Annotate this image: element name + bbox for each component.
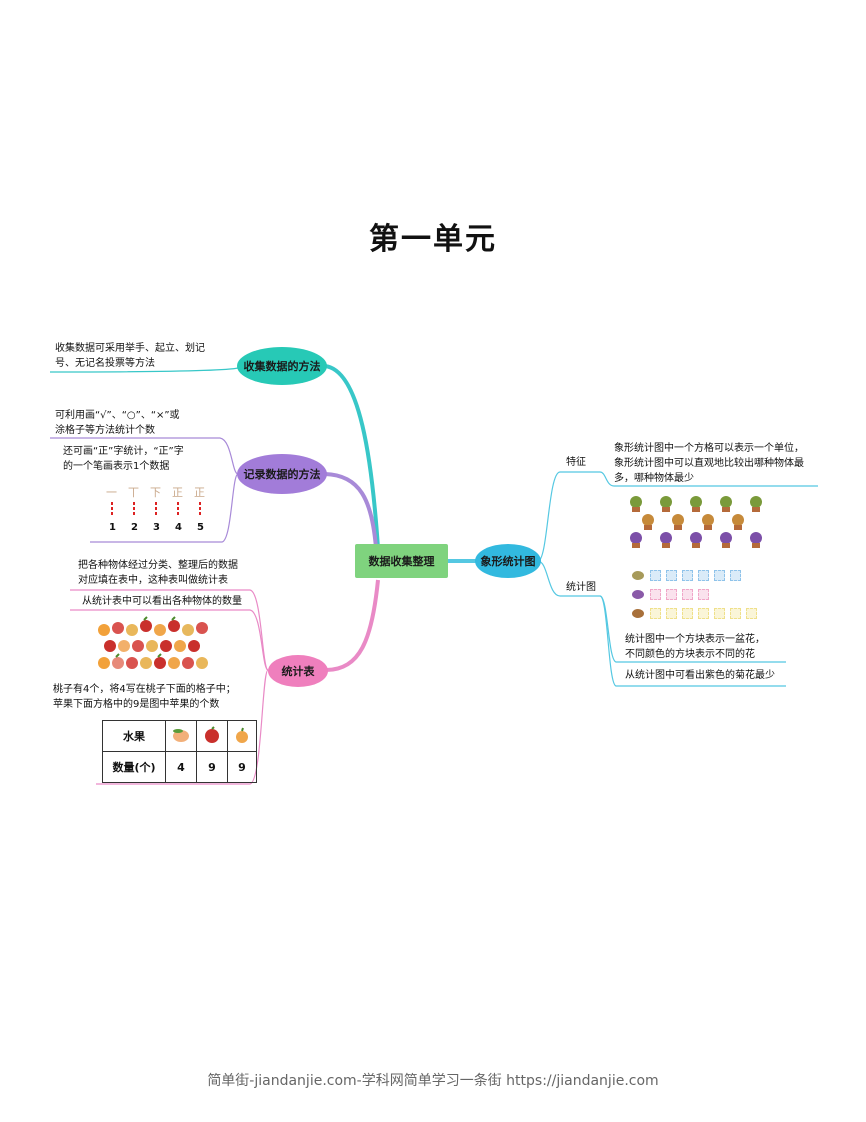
- tally-glyph-3: 下: [150, 486, 161, 499]
- page-title: 第一单元: [369, 222, 497, 257]
- tally-mark: [155, 502, 157, 516]
- record-note-1: 可利用画“√”、“○”、“×”或 涂格子等方法统计个数: [55, 408, 180, 438]
- purple-flower-icon: [632, 590, 644, 599]
- record-node-label: 记录数据的方法: [243, 468, 321, 481]
- pear-count-cell: 9: [227, 751, 257, 783]
- tally-glyph-2: 丅: [128, 486, 139, 499]
- connector-table: [325, 579, 380, 672]
- record-note-1-line2: 涂格子等方法统计个数: [55, 425, 155, 436]
- pictograph-square: [698, 589, 709, 600]
- table-note-1-line1: 把各种物体经过分类、整理后的数据: [78, 560, 238, 571]
- table-note-3-line2: 苹果下面方格中的9是图中苹果的个数: [53, 699, 220, 710]
- table-note-1: 把各种物体经过分类、整理后的数据 对应填在表中，这种表叫做统计表: [78, 558, 238, 588]
- chart-note-1: 统计图中一个方块表示一盆花， 不同颜色的方块表示不同的花: [625, 632, 765, 662]
- table-row-header-count: 数量(个): [102, 751, 166, 783]
- table-note-3: 桃子有4个，将4写在桃子下面的格子中； 苹果下面方格中的9是图中苹果的个数: [53, 682, 236, 712]
- collect-note-line1: 收集数据可采用举手、起立、划记: [55, 343, 205, 354]
- feature-note-line1: 象形统计图中一个方格可以表示一个单位，: [614, 443, 804, 454]
- blue-flower-icon: [632, 571, 644, 580]
- fruit-illustration: [96, 616, 212, 676]
- fruit-statistics-table: 水果 数量(个) 4 9 9: [102, 720, 257, 783]
- connector-collect: [324, 364, 380, 549]
- chart-note-2: 从统计图中可看出紫色的菊花最少: [625, 670, 775, 681]
- pictograph-square: [666, 608, 677, 619]
- pictograph-square: [714, 570, 725, 581]
- collect-node-label: 收集数据的方法: [243, 360, 321, 373]
- tally-glyph-4: 正: [172, 486, 183, 499]
- square-pictograph-chart: [632, 570, 772, 626]
- center-node[interactable]: 数据收集整理: [355, 544, 448, 578]
- pictograph-square: [682, 608, 693, 619]
- center-node-label: 数据收集整理: [368, 555, 435, 568]
- table-row: 数量(个) 4 9 9: [102, 751, 257, 783]
- chart-note-1-line1: 统计图中一个方块表示一盆花，: [625, 634, 765, 645]
- flower-pots-illustration: [628, 494, 768, 558]
- chart-note-1-line2: 不同颜色的方块表示不同的花: [625, 649, 755, 660]
- tally-mark: [133, 502, 135, 516]
- tally-mark: [199, 502, 201, 516]
- feature-note-line3: 多，哪种物体最少: [614, 473, 694, 484]
- tally-glyph-5: 正: [194, 486, 205, 499]
- feature-label: 特征: [566, 457, 586, 468]
- brown-flower-icon: [632, 609, 644, 618]
- collect-node[interactable]: 收集数据的方法: [237, 347, 327, 385]
- tally-mark: [177, 502, 179, 516]
- pictograph-square: [650, 608, 661, 619]
- peach-icon: [165, 720, 197, 752]
- feature-note-line2: 象形统计图中可以直观地比较出哪种物体最: [614, 458, 804, 469]
- collect-note-line2: 号、无记名投票等方法: [55, 358, 155, 369]
- pictograph-square: [650, 570, 661, 581]
- apple-count-cell: 9: [196, 751, 228, 783]
- pictograph-square: [666, 589, 677, 600]
- fruit-cluster-image: [98, 616, 208, 669]
- record-note-2-line2: 的一个笔画表示1个数据: [63, 461, 170, 472]
- tally-illustration: 一 丅 下 正 正 1 2 3 4 5: [100, 484, 220, 538]
- tally-number-5: 5: [197, 522, 204, 533]
- tally-glyph-1: 一: [106, 486, 117, 499]
- page-footer: 简单街-jiandanjie.com-学科网简单学习一条街 https://ji…: [207, 1073, 659, 1089]
- collect-note: 收集数据可采用举手、起立、划记 号、无记名投票等方法: [55, 341, 205, 371]
- tally-number-4: 4: [175, 522, 182, 533]
- pictograph-square: [698, 608, 709, 619]
- record-node[interactable]: 记录数据的方法: [237, 454, 327, 494]
- apple-icon: [196, 720, 228, 752]
- pictograph-square: [746, 608, 757, 619]
- pear-icon: [227, 720, 257, 752]
- connector-record: [324, 472, 378, 549]
- table-node[interactable]: 统计表: [268, 655, 328, 687]
- record-note-2-line1: 还可画“正”字统计，“正”字: [63, 446, 184, 457]
- pictograph-square: [682, 589, 693, 600]
- pictograph-square: [730, 570, 741, 581]
- feature-note: 象形统计图中一个方格可以表示一个单位， 象形统计图中可以直观地比较出哪种物体最 …: [614, 441, 804, 486]
- tally-number-1: 1: [109, 522, 116, 533]
- peach-count-cell: 4: [165, 751, 197, 783]
- pictograph-square: [650, 589, 661, 600]
- tally-mark: [111, 502, 113, 516]
- pictograph-square: [714, 608, 725, 619]
- pictograph-square: [666, 570, 677, 581]
- record-note-2: 还可画“正”字统计，“正”字 的一个笔画表示1个数据: [63, 444, 184, 474]
- tally-number-2: 2: [131, 522, 138, 533]
- flower-pots-image: [630, 496, 762, 548]
- table-note-1-line2: 对应填在表中，这种表叫做统计表: [78, 575, 228, 586]
- pictograph-square: [682, 570, 693, 581]
- record-note-1-line1: 可利用画“√”、“○”、“×”或: [55, 410, 180, 421]
- table-note-3-line1: 桃子有4个，将4写在桃子下面的格子中；: [53, 684, 236, 695]
- table-note-2: 从统计表中可以看出各种物体的数量: [82, 596, 242, 607]
- table-row-header-fruit: 水果: [102, 720, 166, 752]
- pictograph-node-label: 象形统计图: [480, 555, 536, 568]
- pictograph-square: [730, 608, 741, 619]
- chart-label: 统计图: [566, 582, 596, 593]
- pictograph-node[interactable]: 象形统计图: [475, 544, 541, 578]
- tally-number-3: 3: [153, 522, 160, 533]
- table-node-label: 统计表: [281, 665, 315, 678]
- table-row: 水果: [102, 720, 257, 752]
- pictograph-square: [698, 570, 709, 581]
